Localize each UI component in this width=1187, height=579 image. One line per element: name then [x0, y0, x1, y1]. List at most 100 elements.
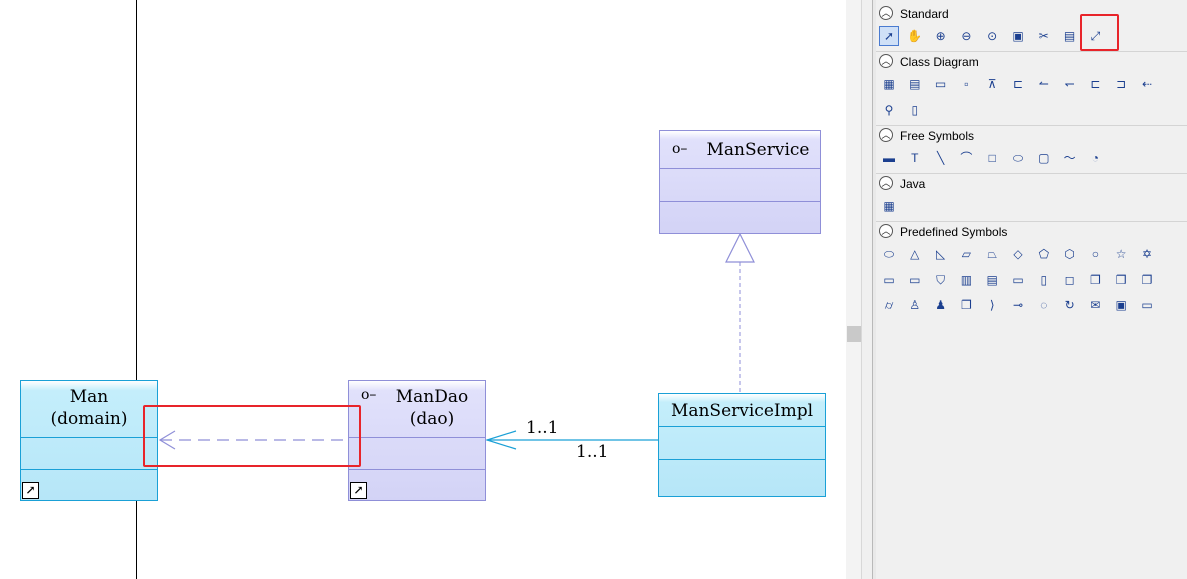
polyline-icon[interactable]: 〜 [1063, 151, 1076, 165]
actor2-icon[interactable]: ♟ [935, 298, 946, 312]
cut-rect-icon[interactable]: ▭ [909, 272, 921, 287]
package-icon[interactable]: ▦ [883, 77, 895, 91]
star6-icon[interactable]: ✡ [1141, 247, 1153, 261]
zoom-out-icon[interactable]: ⊖ [961, 29, 972, 43]
attributes-divider [660, 168, 820, 169]
cycle-icon[interactable]: ↻ [1064, 298, 1075, 312]
frame2-icon[interactable]: ▭ [1141, 298, 1153, 312]
highlight-box [143, 405, 361, 467]
operations-divider [21, 469, 157, 470]
object-icon[interactable]: ▭ [934, 77, 947, 91]
collapse-chevron-icon[interactable]: ︿ [879, 6, 893, 20]
section-header-class-diagram[interactable]: ︿ Class Diagram [876, 52, 1187, 72]
speech-icon[interactable]: ◻ [1064, 272, 1075, 287]
java-class-icon[interactable]: ▦ [883, 199, 895, 213]
divider [876, 173, 1187, 174]
double-doc-icon[interactable]: ❐ [961, 298, 972, 312]
trapezoid-icon[interactable]: ⏢ [987, 247, 997, 261]
cylinder-icon[interactable]: ⌭ [884, 298, 894, 312]
hand-pan-icon[interactable]: ✋ [907, 29, 923, 43]
splitter[interactable] [846, 0, 877, 579]
lollipop-icon[interactable]: ⊸ [1012, 298, 1024, 312]
folder-icon[interactable]: ▭ [1012, 272, 1024, 287]
palette-border [872, 0, 877, 579]
connector-icon[interactable]: ⤢ [1090, 29, 1101, 43]
hierarchy-icon[interactable]: ⊼ [987, 77, 997, 91]
shield-icon[interactable]: ⛉ [936, 272, 946, 287]
collapse-chevron-icon[interactable]: ︿ [879, 176, 893, 190]
parallelogram-icon[interactable]: ▱ [961, 247, 971, 261]
interface-manservice[interactable]: o– ManService [659, 130, 821, 234]
diamond-icon[interactable]: ◇ [1013, 247, 1023, 261]
cut-icon[interactable]: ✂ [1038, 29, 1049, 43]
rectangle-icon[interactable]: □ [988, 151, 996, 165]
stack3-icon[interactable]: ❐ [1141, 272, 1153, 287]
vertical-guide-line [136, 0, 137, 579]
association-icon[interactable]: ↼ [1038, 77, 1049, 91]
inheritance-icon[interactable]: ⊏ [1012, 77, 1024, 91]
highlight-box [1080, 14, 1119, 51]
class-icon[interactable]: ▤ [909, 77, 921, 91]
note-icon[interactable]: ▤ [1063, 29, 1076, 43]
section-header-predefined-symbols[interactable]: ︿ Predefined Symbols [876, 222, 1187, 242]
small-box-icon[interactable]: ▫ [964, 77, 969, 91]
arc-icon[interactable]: ⌒ [960, 151, 973, 165]
oval-icon[interactable]: ⬭ [883, 247, 895, 261]
collapse-chevron-icon[interactable]: ︿ [879, 224, 893, 238]
double-rect-icon[interactable]: ▥ [960, 272, 973, 287]
zoom-fit-icon[interactable]: ⊙ [987, 29, 998, 43]
properties-icon[interactable]: ▣ [1012, 29, 1024, 43]
card-icon[interactable]: ▭ [883, 272, 895, 287]
cube-icon[interactable]: ❒ [1115, 272, 1127, 287]
doc-icon[interactable]: ▯ [1040, 272, 1048, 287]
vertical-scrollbar[interactable] [846, 0, 862, 579]
star5-icon[interactable]: ☆ [1115, 247, 1127, 261]
interface-lollipop-icon[interactable]: ⚲ [884, 102, 894, 117]
frame-icon[interactable]: ▣ [1115, 298, 1127, 312]
class-manserviceimpl[interactable]: ManServiceImpl [658, 393, 826, 497]
line-icon[interactable]: ╲ [936, 151, 945, 165]
chevron-icon[interactable]: ⟩ [989, 298, 995, 312]
text-icon[interactable]: T [911, 151, 919, 165]
zoom-in-icon[interactable]: ⊕ [935, 29, 946, 43]
rounded-shape-icon[interactable]: ▬ [883, 151, 895, 165]
right-triangle-icon[interactable]: ◺ [935, 247, 946, 261]
pentagon-icon[interactable]: ⬠ [1038, 247, 1050, 261]
circle-icon[interactable]: ○ [1091, 247, 1100, 261]
aggregation-icon[interactable]: ⊏ [1090, 77, 1101, 91]
composition-icon[interactable]: ⊐ [1116, 77, 1127, 91]
interface-icon: o– [361, 387, 377, 403]
section-header-java[interactable]: ︿ Java [876, 174, 1187, 194]
section-title: Free Symbols [900, 129, 975, 143]
actor-icon[interactable]: ♙ [909, 298, 921, 312]
collapse-chevron-icon[interactable]: ︿ [879, 128, 893, 142]
divider [876, 51, 1187, 52]
connector-layer [158, 232, 755, 450]
tool-palette: ︿ Standard ︿ Class Diagram ︿ Free Symbol… [876, 0, 1187, 579]
directed-association-icon[interactable]: ↽ [1064, 77, 1075, 91]
section-header-standard[interactable]: ︿ Standard [876, 4, 1187, 24]
attributes-divider [349, 437, 485, 438]
shortcut-arrow-icon: ↗ [22, 482, 39, 499]
collapse-chevron-icon[interactable]: ︿ [879, 54, 893, 68]
operations-divider [660, 201, 820, 202]
callout-icon[interactable]: ◌ [1040, 298, 1048, 312]
shortcut-arrow-icon: ↗ [350, 482, 367, 499]
hexagon-icon[interactable]: ⬡ [1064, 247, 1075, 261]
table-icon[interactable]: ▤ [986, 272, 998, 287]
rounded-rect-icon[interactable]: ▢ [1038, 151, 1050, 165]
freeform-icon[interactable]: ◔ [1091, 151, 1100, 165]
dependency-icon[interactable]: ⇠ [1141, 77, 1153, 91]
note-doc-icon[interactable]: ▯ [911, 102, 919, 117]
select-arrow-icon[interactable]: ➚ [879, 26, 899, 46]
envelope-icon[interactable]: ✉ [1090, 298, 1101, 312]
diagram-canvas[interactable]: Man (domain) ↗ o– ManDao (dao) ↗ o– ManS… [0, 0, 846, 579]
class-man[interactable]: Man (domain) ↗ [20, 380, 158, 501]
stacked-icon[interactable]: ❐ [1090, 272, 1101, 287]
section-header-free-symbols[interactable]: ︿ Free Symbols [876, 126, 1187, 146]
triangle-icon[interactable]: △ [910, 247, 920, 261]
class-name: ManServiceImpl [670, 401, 814, 421]
class-mandao[interactable]: o– ManDao (dao) ↗ [348, 380, 486, 501]
scrollbar-thumb[interactable] [847, 326, 861, 342]
ellipse-icon[interactable]: ⬭ [1012, 151, 1024, 165]
